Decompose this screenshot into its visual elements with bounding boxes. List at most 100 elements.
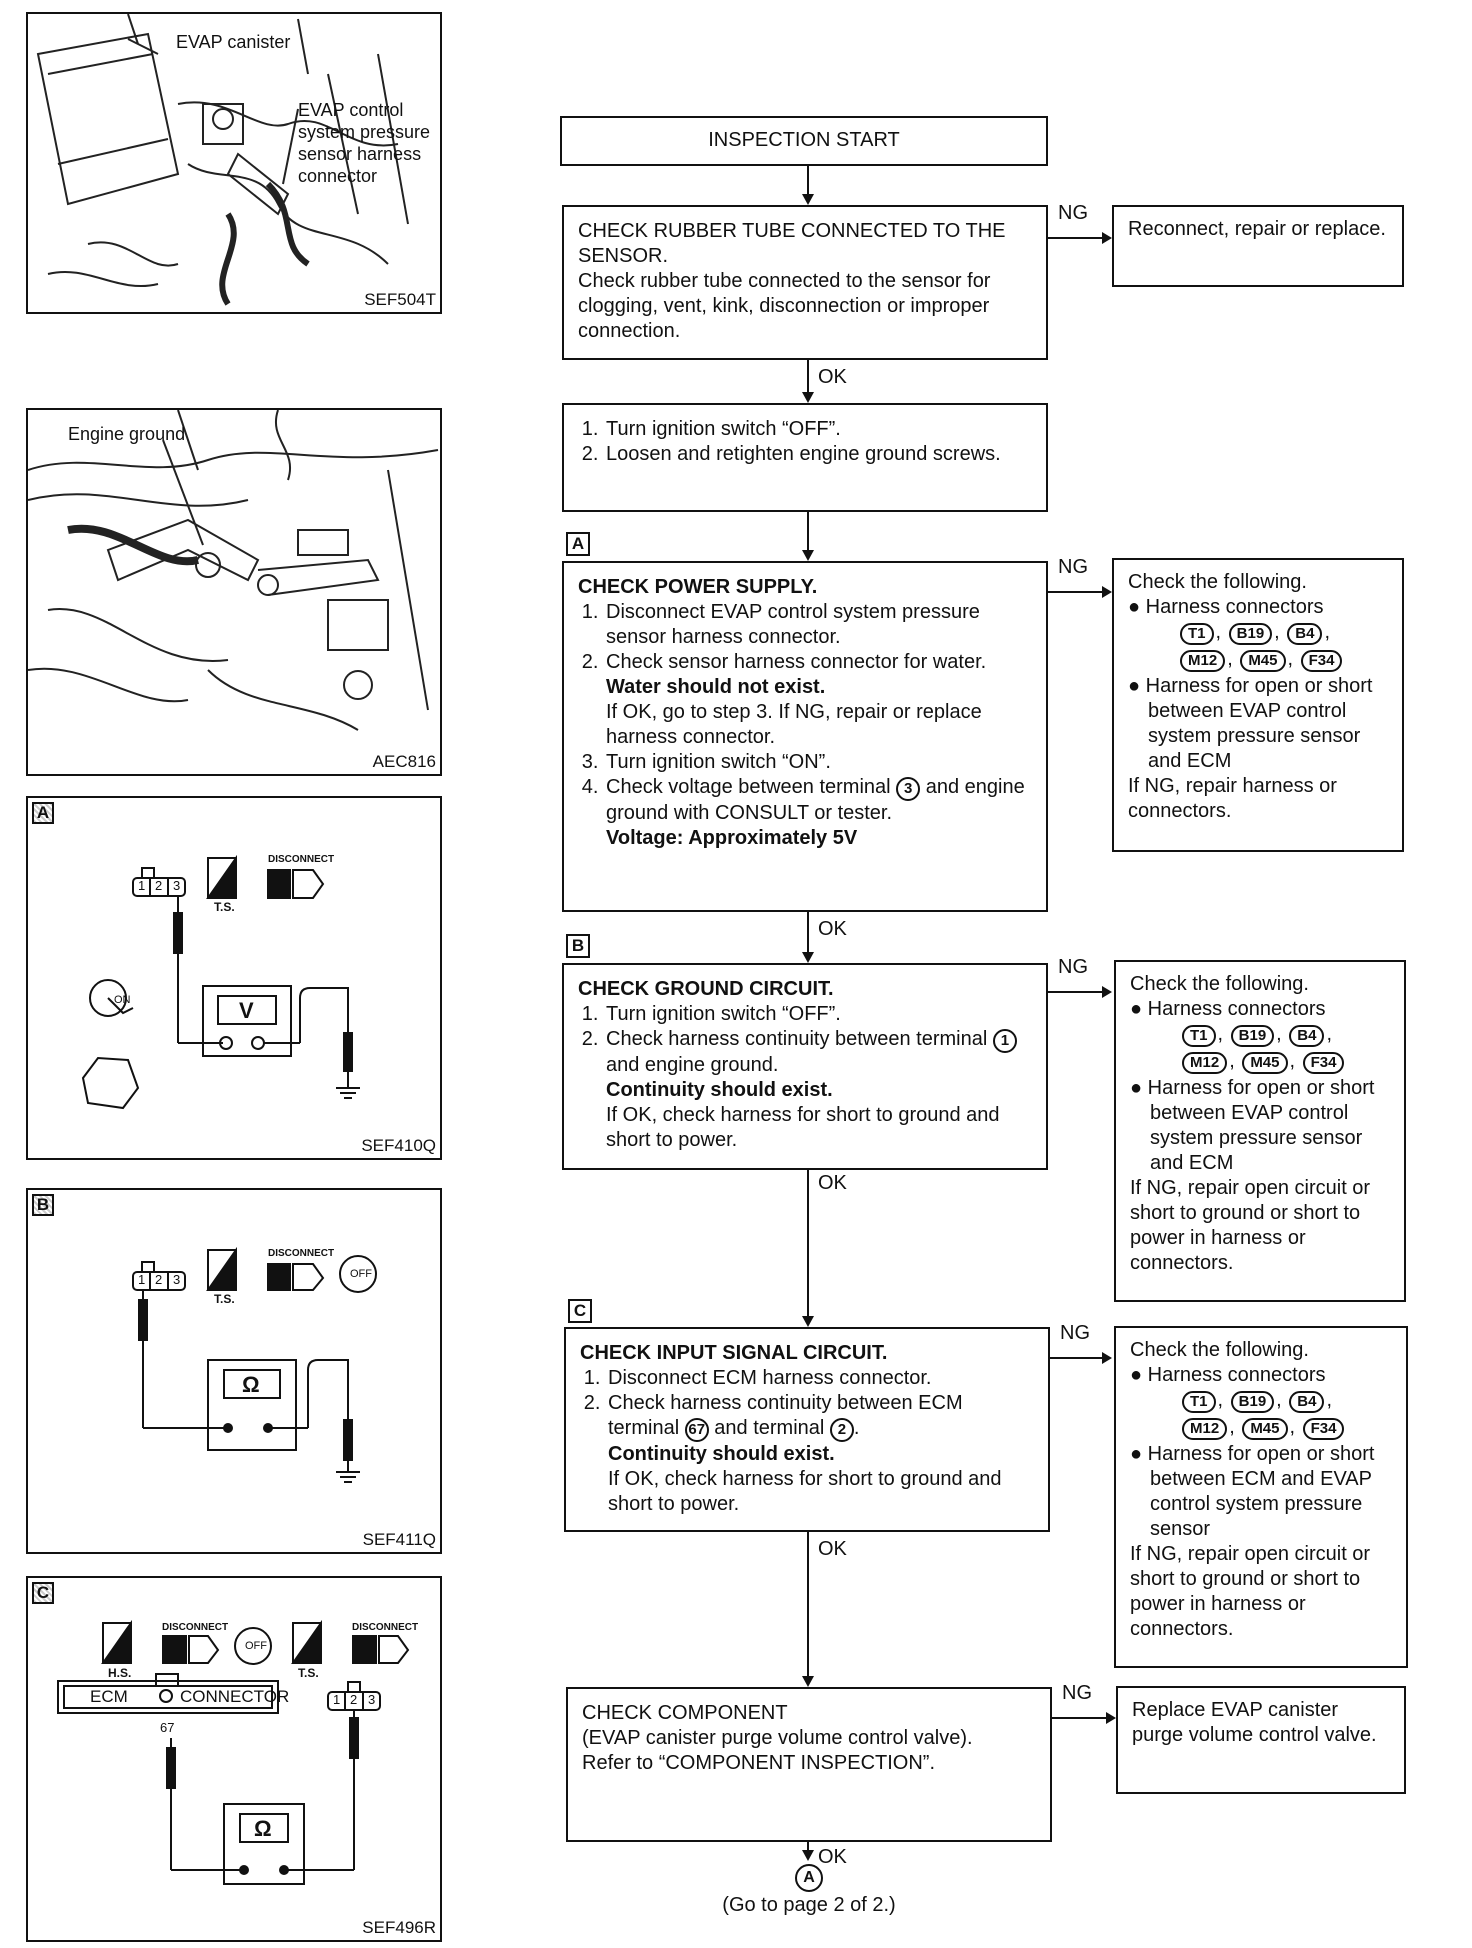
evap-sensor-label-line: sensor harness [298,144,422,164]
figure-c-letter: C [32,1582,54,1604]
ng-label: NG [1062,1682,1092,1704]
result-bullet-text: Harness connectors [1145,596,1324,618]
connector-badge: T1 [1182,1025,1216,1047]
check-input-signal-box: CHECK INPUT SIGNAL CIRCUIT. Disconnect E… [564,1327,1050,1532]
step-title: CHECK POWER SUPPLY. [578,576,818,598]
evap-canister-illustration [36,14,409,306]
step-item-text: Check sensor harness connector for water… [606,651,987,673]
step-item: Check harness continuity between termina… [604,1027,1032,1153]
ecm-label: ECM [90,1687,128,1706]
step-title: CHECK COMPONENT [582,1702,788,1724]
result-bullet-text: Harness connectors [1147,998,1326,1020]
flow-arrowhead [1102,1352,1112,1364]
spec-text: Continuity should exist. [608,1443,835,1465]
step-title: CHECK GROUND CIRCUIT. [578,978,834,1000]
input-signal-ng-box: Check the following. Harness connectors … [1114,1326,1408,1668]
spec-text: Voltage: Approximately 5V [606,827,858,849]
disconnect-label: DISCONNECT [268,1248,335,1259]
figure-id: SEF496R [362,1918,436,1937]
step-item-text: and terminal [714,1417,825,1439]
step-item: Disconnect EVAP control system pressure … [604,600,1032,650]
disconnect-label: DISCONNECT [268,854,335,865]
ng-label: NG [1058,556,1088,578]
step-item: Turn ignition switch “OFF”. [604,1002,1032,1027]
step-ref: Refer to “COMPONENT INSPECTION”. [582,1752,936,1774]
step-letter-c: C [568,1299,592,1323]
figure-a-letter: A [32,802,54,824]
ground-screws-box: Turn ignition switch “OFF”. Loosen and r… [562,403,1048,512]
connector-badge: M45 [1240,650,1286,672]
terminal-number: 1 [992,1029,1017,1053]
flow-arrowhead [1102,586,1112,598]
figure-a-circuit [81,854,360,1110]
ok-label: OK [818,1846,847,1868]
ignition-label: OFF [350,1268,372,1280]
step-item: Check harness continuity between ECM ter… [606,1391,1034,1517]
connector-badge: B4 [1287,623,1323,645]
figure-a: A 1 2 3 T.S. DISCONNECT V ON [26,796,442,1160]
figure-b-circuit [132,1246,377,1483]
connector-badge: F34 [1300,650,1343,672]
result-text: Replace EVAP canister purge volume contr… [1132,1699,1377,1746]
step-body: Check rubber tube connected to the senso… [578,270,991,342]
result-intro: Check the following. [1130,973,1309,995]
result-bullet: Harness for open or short between EVAP c… [1146,674,1388,774]
step-item: Turn ignition switch “OFF”. [604,417,1032,442]
step-letter-b: B [566,934,590,958]
evap-sensor-label-line: connector [298,166,378,186]
meter-symbol: V [239,998,254,1023]
terminal-1: 1 [333,1692,341,1707]
connector-list: T1, B19, B4, M12, M45, F34 [1180,1388,1392,1442]
step-item-text: Check harness continuity between termina… [606,1028,988,1050]
connector-badge: B4 [1289,1391,1325,1413]
result-bullet: Harness for open or short between ECM an… [1148,1442,1392,1542]
result-bullet: Harness for open or short between EVAP c… [1148,1076,1390,1176]
check-ground-circuit-box: CHECK GROUND CIRCUIT. Turn ignition swit… [562,963,1048,1170]
check-component-box: CHECK COMPONENT (EVAP canister purge vol… [566,1687,1052,1842]
connector-list: T1, B19, B4, M12, M45, F34 [1180,1022,1390,1076]
step-title: CHECK RUBBER TUBE CONNECTED TO THE SENSO… [578,220,1006,267]
step-item: Check sensor harness connector for water… [604,650,1032,750]
terminal-3: 3 [173,878,181,893]
evap-sensor-label: EVAP control system pressure sensor harn… [298,99,430,187]
note-text: If OK, check harness for short to ground… [606,1104,1000,1151]
continuation-text: (Go to page 2 of 2.) [722,1894,896,1916]
replace-valve-box: Replace EVAP canister purge volume contr… [1116,1686,1406,1794]
connector-badge: T1 [1180,623,1214,645]
result-bullet: Harness connectors T1, B19, B4, M12, M45… [1145,595,1388,674]
result-bullet: Harness connectors T1, B19, B4, M12, M45… [1147,997,1390,1076]
connector-list: T1, B19, B4, M12, M45, F34 [1178,620,1388,674]
continuation-symbol: A [795,1864,823,1892]
spec-text: Continuity should exist. [606,1079,833,1101]
disconnect-label: DISCONNECT [162,1622,229,1633]
figure-id: SEF410Q [361,1136,436,1155]
evap-canister-label: EVAP canister [176,32,291,52]
flow-arrowhead [802,952,814,963]
ok-label: OK [818,366,847,388]
result-intro: Check the following. [1130,1339,1309,1361]
connector-badge: B4 [1289,1025,1325,1047]
connector-badge: M45 [1242,1052,1288,1074]
step-title: CHECK INPUT SIGNAL CIRCUIT. [580,1342,888,1364]
ng-label: NG [1058,202,1088,224]
connector-badge: B19 [1230,1025,1275,1047]
flow-arrowhead [802,194,814,205]
engine-ground-label: Engine ground [68,424,186,444]
flow-arrowhead [1106,1712,1116,1724]
flow-arrowhead [802,1850,814,1861]
result-outro: If NG, repair harness or connectors. [1128,775,1337,822]
ok-label: OK [818,918,847,940]
connector-badge: M12 [1182,1052,1228,1074]
check-rubber-tube-box: CHECK RUBBER TUBE CONNECTED TO THE SENSO… [562,205,1048,360]
figure-id: AEC816 [372,752,436,771]
step-item-text: and engine ground with CONSULT or tester… [606,776,1025,824]
connector-badge: F34 [1302,1418,1345,1440]
reconnect-result-box: Reconnect, repair or replace. [1112,205,1404,287]
connector-badge: F34 [1302,1052,1345,1074]
spec-text: Water should not exist. [606,676,826,698]
figure-id: SEF504T [364,290,436,309]
figure-b-letter: B [32,1194,54,1216]
step-item-text: Check voltage between terminal [606,776,891,798]
meter-symbol: Ω [242,1372,260,1397]
evap-canister-figure: EVAP canister EVAP control system pressu… [26,12,442,314]
